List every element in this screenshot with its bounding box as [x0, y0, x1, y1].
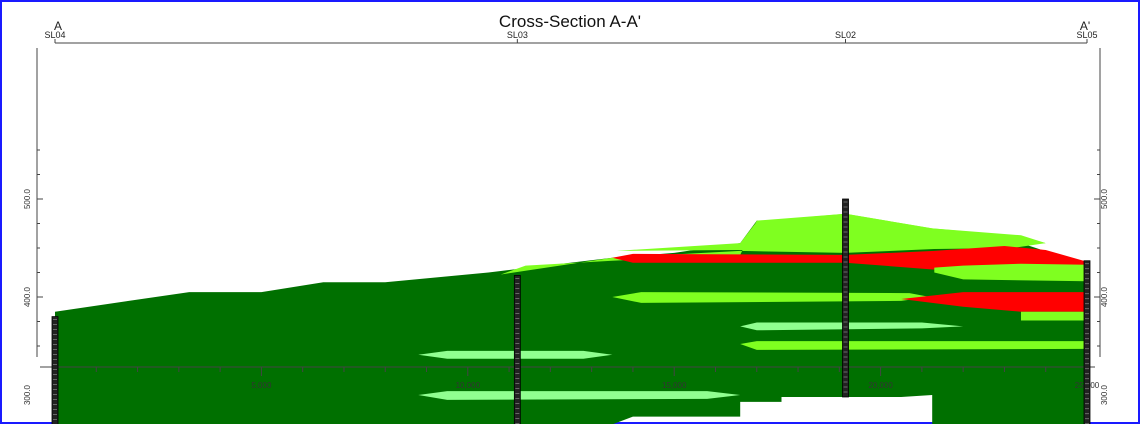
borehole-label-sl05: SL05 — [1076, 30, 1097, 40]
layer-light-green-3 — [616, 213, 1046, 251]
layer-pale-green-9 — [740, 322, 964, 331]
borehole-label-sl03: SL03 — [507, 30, 528, 40]
chart-title: Cross-Section A-A' — [499, 12, 641, 31]
x-tick-label: 10,000 — [456, 381, 481, 390]
y-tick-label-left: 500.0 — [23, 188, 32, 209]
section-end-label: A' — [1080, 19, 1090, 33]
borehole-sl02 — [842, 198, 849, 398]
layer-pale-green-12 — [418, 391, 741, 400]
y-tick-label-right: 400.0 — [1100, 286, 1109, 307]
x-tick-label: 15,000 — [662, 381, 687, 390]
x-tick-label: 5,000 — [251, 381, 272, 390]
section-start-label: A — [54, 19, 62, 33]
layer-light-green-6 — [612, 292, 931, 303]
layer-red-7 — [901, 292, 1087, 312]
borehole-label-sl04: SL04 — [44, 30, 65, 40]
borehole-sl05 — [1083, 260, 1091, 424]
layer-dark-green-1 — [55, 218, 1087, 424]
borehole-sl04 — [51, 316, 59, 424]
x-tick-label: 20,000 — [868, 381, 893, 390]
layer-light-green-5 — [934, 263, 1087, 282]
y-tick-label-left: 400.0 — [23, 286, 32, 307]
y-tick-label-left: 300.0 — [23, 384, 32, 405]
layer-light-green-8 — [1021, 311, 1087, 321]
layer-light-green-10 — [740, 341, 1087, 350]
borehole-label-sl02: SL02 — [835, 30, 856, 40]
y-tick-label-right: 500.0 — [1100, 188, 1109, 209]
borehole-sl03 — [513, 275, 521, 424]
y-tick-label-right: 300.0 — [1100, 384, 1109, 405]
